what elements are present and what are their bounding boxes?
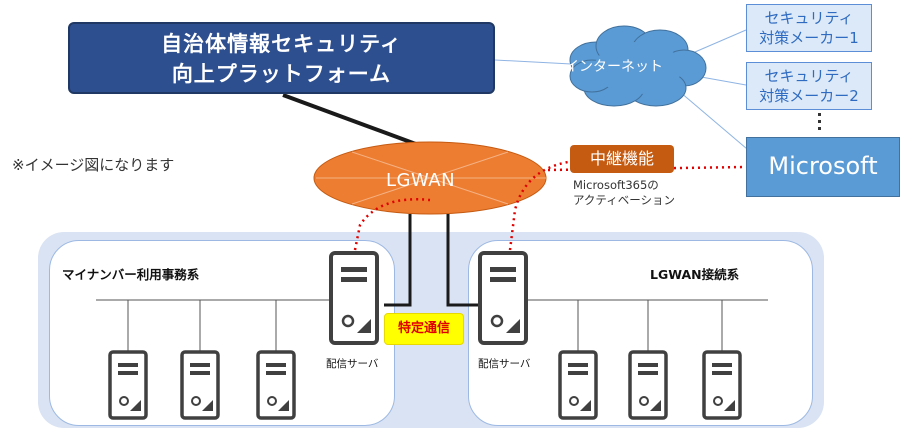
platform-title-line2: 向上プラットフォーム xyxy=(171,62,392,86)
microsoft-box: Microsoft xyxy=(746,137,900,197)
vendor-box-2: セキュリティ 対策メーカー2 xyxy=(746,62,872,110)
vendor-separator-dots xyxy=(818,113,821,130)
distribution-server-right-icon xyxy=(478,251,528,345)
platform-title-line1: 自治体情報セキュリティ xyxy=(161,32,402,56)
relay-description-line2: アクティベーション xyxy=(573,193,676,207)
line-platform-lgwan xyxy=(282,93,433,152)
distribution-server-left-icon xyxy=(329,251,379,345)
internet-cloud xyxy=(569,25,707,107)
image-note: ※イメージ図になります xyxy=(12,156,175,174)
vendor-2-line1: セキュリティ xyxy=(764,67,854,85)
server-label-left: 配信サーバ xyxy=(326,358,379,370)
activation-dotted-lines xyxy=(353,160,747,251)
mynumber-zone-label: マイナンバー利用事務系 xyxy=(62,267,200,282)
server-label-right: 配信サーバ xyxy=(478,358,531,370)
vendor-2-line2: 対策メーカー2 xyxy=(759,87,859,105)
terminal-icon xyxy=(180,350,220,420)
relay-description: Microsoft365の アクティベーション xyxy=(573,178,675,208)
relay-description-line1: Microsoft365の xyxy=(573,178,659,192)
relay-function-box: 中継機能 xyxy=(570,145,674,173)
lgwan-server-links xyxy=(384,214,478,307)
lgwan-ellipse xyxy=(313,141,547,215)
lgwan-label: LGWAN xyxy=(386,170,456,191)
vendor-1-line1: セキュリティ xyxy=(764,9,854,27)
right-lan xyxy=(518,299,768,352)
line-internet-vendor1 xyxy=(687,29,747,56)
internet-label: インターネット xyxy=(565,59,663,75)
terminal-icon xyxy=(628,350,668,420)
special-communication-badge: 特定通信 xyxy=(384,313,464,345)
terminal-icon xyxy=(702,350,742,420)
terminal-icon xyxy=(256,350,296,420)
vendor-1-line2: 対策メーカー1 xyxy=(759,29,859,47)
lgwan-zone-label: LGWAN接続系 xyxy=(650,267,740,282)
terminal-icon xyxy=(558,350,598,420)
vendor-box-1: セキュリティ 対策メーカー1 xyxy=(746,4,872,52)
terminal-icon xyxy=(108,350,148,420)
security-platform-box: 自治体情報セキュリティ 向上プラットフォーム xyxy=(68,22,495,94)
left-lan xyxy=(96,299,330,352)
